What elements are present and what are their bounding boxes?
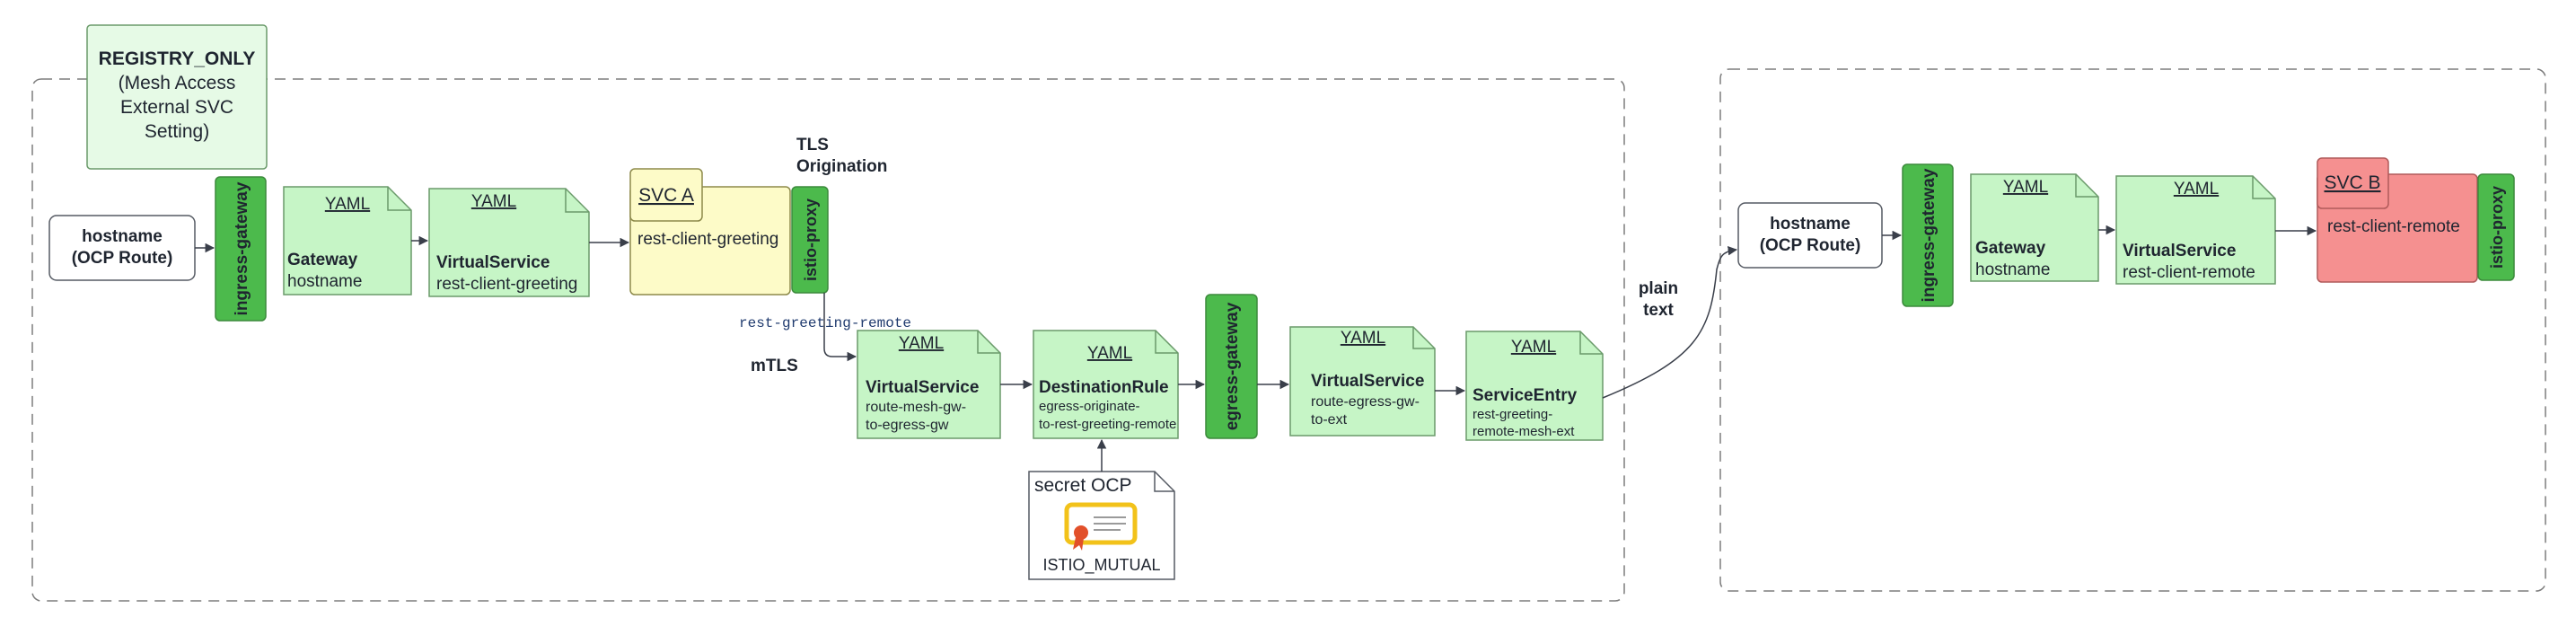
svc-a-pod[interactable]: SVC A rest-client-greeting [629, 168, 791, 295]
yaml-name: rest-greeting- [1473, 407, 1552, 422]
hostname-label: hostname [82, 227, 163, 246]
yaml-name: route-mesh-gw- [866, 400, 966, 415]
registry-line: Setting) [145, 121, 209, 142]
right-gateway-yaml[interactable]: YAML Gateway hostname [1970, 173, 2099, 282]
yaml-kind: VirtualService [866, 378, 979, 397]
left-ingress-gateway[interactable]: ingress-gateway [215, 176, 267, 322]
yaml-name: route-egress-gw- [1311, 394, 1420, 410]
istio-proxy-label: istio-proxy [802, 198, 820, 281]
yaml-kind: ServiceEntry [1473, 386, 1578, 405]
yaml-kind: Gateway [287, 251, 358, 269]
yaml-tag: YAML [1341, 329, 1385, 348]
edge-proxy-to-mesh-route [823, 293, 857, 362]
right-cluster-boundary [1719, 68, 2546, 592]
egress-gateway-label: egress-gateway [1223, 302, 1242, 430]
yaml-kind: Gateway [1975, 239, 2046, 258]
yaml-tag: YAML [471, 192, 516, 211]
hostname-sub-label: (OCP Route) [72, 249, 173, 268]
yaml-kind: VirtualService [436, 253, 549, 272]
ingress-gateway-label: ingress-gateway [1920, 168, 1939, 302]
secret-ocp-document[interactable]: secret OCP ISTIO_MUTUAL [1028, 471, 1175, 580]
svc-tag: SVC A [638, 185, 694, 206]
left-istio-proxy[interactable]: istio-proxy [791, 186, 829, 294]
egress-virtualservice-yaml[interactable]: YAML VirtualService route-egress-gw- to-… [1289, 326, 1436, 437]
yaml-name: hostname [1975, 260, 2050, 279]
yaml-name: hostname [287, 272, 362, 291]
egress-gateway[interactable]: egress-gateway [1205, 294, 1258, 439]
hostname-label: hostname [1770, 215, 1851, 234]
svc-b-pod[interactable]: SVC B rest-client-remote [2317, 157, 2478, 283]
secret-title: secret OCP [1034, 475, 1132, 496]
yaml-name: remote-mesh-ext [1473, 424, 1575, 439]
registry-line: External SVC [120, 97, 233, 118]
yaml-name: rest-client-remote [2123, 263, 2255, 282]
tls-origination-label: TLS [796, 136, 829, 154]
right-virtualservice-yaml[interactable]: YAML VirtualService rest-client-remote [2115, 175, 2276, 285]
yaml-kind: VirtualService [2123, 242, 2236, 260]
yaml-name: egress-originate- [1039, 399, 1140, 414]
mtls-label: mTLS [751, 357, 798, 375]
yaml-tag: YAML [899, 334, 944, 353]
yaml-tag: YAML [1511, 338, 1556, 357]
registry-title: REGISTRY_ONLY [99, 49, 256, 69]
left-virtualservice-yaml[interactable]: YAML VirtualService rest-client-greeting [428, 188, 590, 297]
tls-origination-label: Origination [796, 157, 887, 176]
right-ingress-gateway[interactable]: ingress-gateway [1902, 163, 1954, 307]
yaml-name: to-ext [1311, 412, 1348, 428]
yaml-name: rest-client-greeting [436, 275, 577, 294]
destinationrule-yaml[interactable]: YAML DestinationRule egress-originate- t… [1033, 330, 1179, 439]
svc-name: rest-client-remote [2327, 217, 2460, 236]
registry-only-box: REGISTRY_ONLY (Mesh Access External SVC … [86, 24, 268, 170]
yaml-kind: DestinationRule [1039, 378, 1169, 397]
secret-name: ISTIO_MUTUAL [1042, 556, 1160, 575]
left-cluster-boundary [31, 78, 1625, 602]
edge-serviceentry-to-remote-host [1602, 245, 1738, 399]
certificate-icon [1064, 502, 1138, 551]
ingress-gateway-label: ingress-gateway [233, 181, 251, 315]
route-host-label: rest-greeting-remote [739, 315, 911, 331]
plain-text-label: plain [1639, 279, 1678, 298]
right-hostname-node[interactable]: hostname (OCP Route) [1737, 202, 1883, 269]
yaml-kind: VirtualService [1311, 372, 1424, 391]
yaml-tag: YAML [1087, 344, 1132, 363]
route-mesh-virtualservice-yaml[interactable]: YAML VirtualService route-mesh-gw- to-eg… [857, 330, 1001, 439]
registry-line: (Mesh Access [119, 73, 236, 93]
plain-text-label: text [1643, 301, 1674, 320]
yaml-tag: YAML [2174, 180, 2219, 198]
yaml-name: to-egress-gw [866, 418, 949, 433]
left-gateway-yaml[interactable]: YAML Gateway hostname [283, 186, 412, 295]
yaml-tag: YAML [325, 195, 370, 214]
svc-name: rest-client-greeting [637, 230, 778, 249]
svc-tag: SVC B [2324, 172, 2380, 193]
right-istio-proxy[interactable]: istio-proxy [2477, 173, 2515, 281]
yaml-tag: YAML [2003, 178, 2048, 197]
hostname-sub-label: (OCP Route) [1760, 236, 1861, 255]
yaml-name: to-rest-greeting-remote [1039, 417, 1176, 432]
left-hostname-node[interactable]: hostname (OCP Route) [48, 215, 196, 281]
serviceentry-yaml[interactable]: YAML ServiceEntry rest-greeting- remote-… [1465, 331, 1604, 441]
istio-proxy-label: istio-proxy [2488, 186, 2506, 269]
